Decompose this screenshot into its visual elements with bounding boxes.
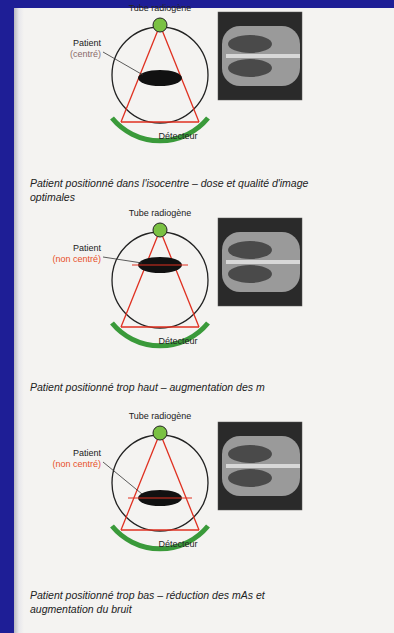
status-label: (non centré) (52, 459, 101, 470)
scout-image (218, 218, 302, 306)
caption-text: Patient positionné trop haut – augmentat… (30, 380, 330, 394)
detector-label: Détecteur (158, 131, 197, 142)
tube-label: Tube radiogène (129, 3, 192, 14)
status-label: (non centré) (52, 254, 101, 265)
scout-image (218, 12, 302, 100)
leader-line (103, 52, 143, 75)
scout-image (218, 422, 302, 510)
leader-line (103, 462, 142, 494)
caption-text: Patient positionné trop bas – réduction … (30, 588, 330, 616)
status-label: (centré) (70, 49, 101, 60)
ct-gantry (112, 18, 208, 141)
beam-line (132, 265, 188, 266)
ct-gantry (112, 223, 208, 346)
patient-label: Patient (73, 243, 101, 254)
caption-text: Patient positionné dans l'isocentre – do… (30, 176, 330, 204)
patient-label: Patient (73, 448, 101, 459)
beam-line (128, 498, 192, 499)
detector-label: Détecteur (158, 539, 197, 550)
patient-body (138, 70, 182, 86)
ct-gantry (112, 426, 208, 549)
tube-label: Tube radiogène (129, 411, 192, 422)
leader-line (103, 257, 142, 263)
patient-label: Patient (73, 38, 101, 49)
tube-label: Tube radiogène (129, 208, 192, 219)
detector-label: Détecteur (158, 336, 197, 347)
